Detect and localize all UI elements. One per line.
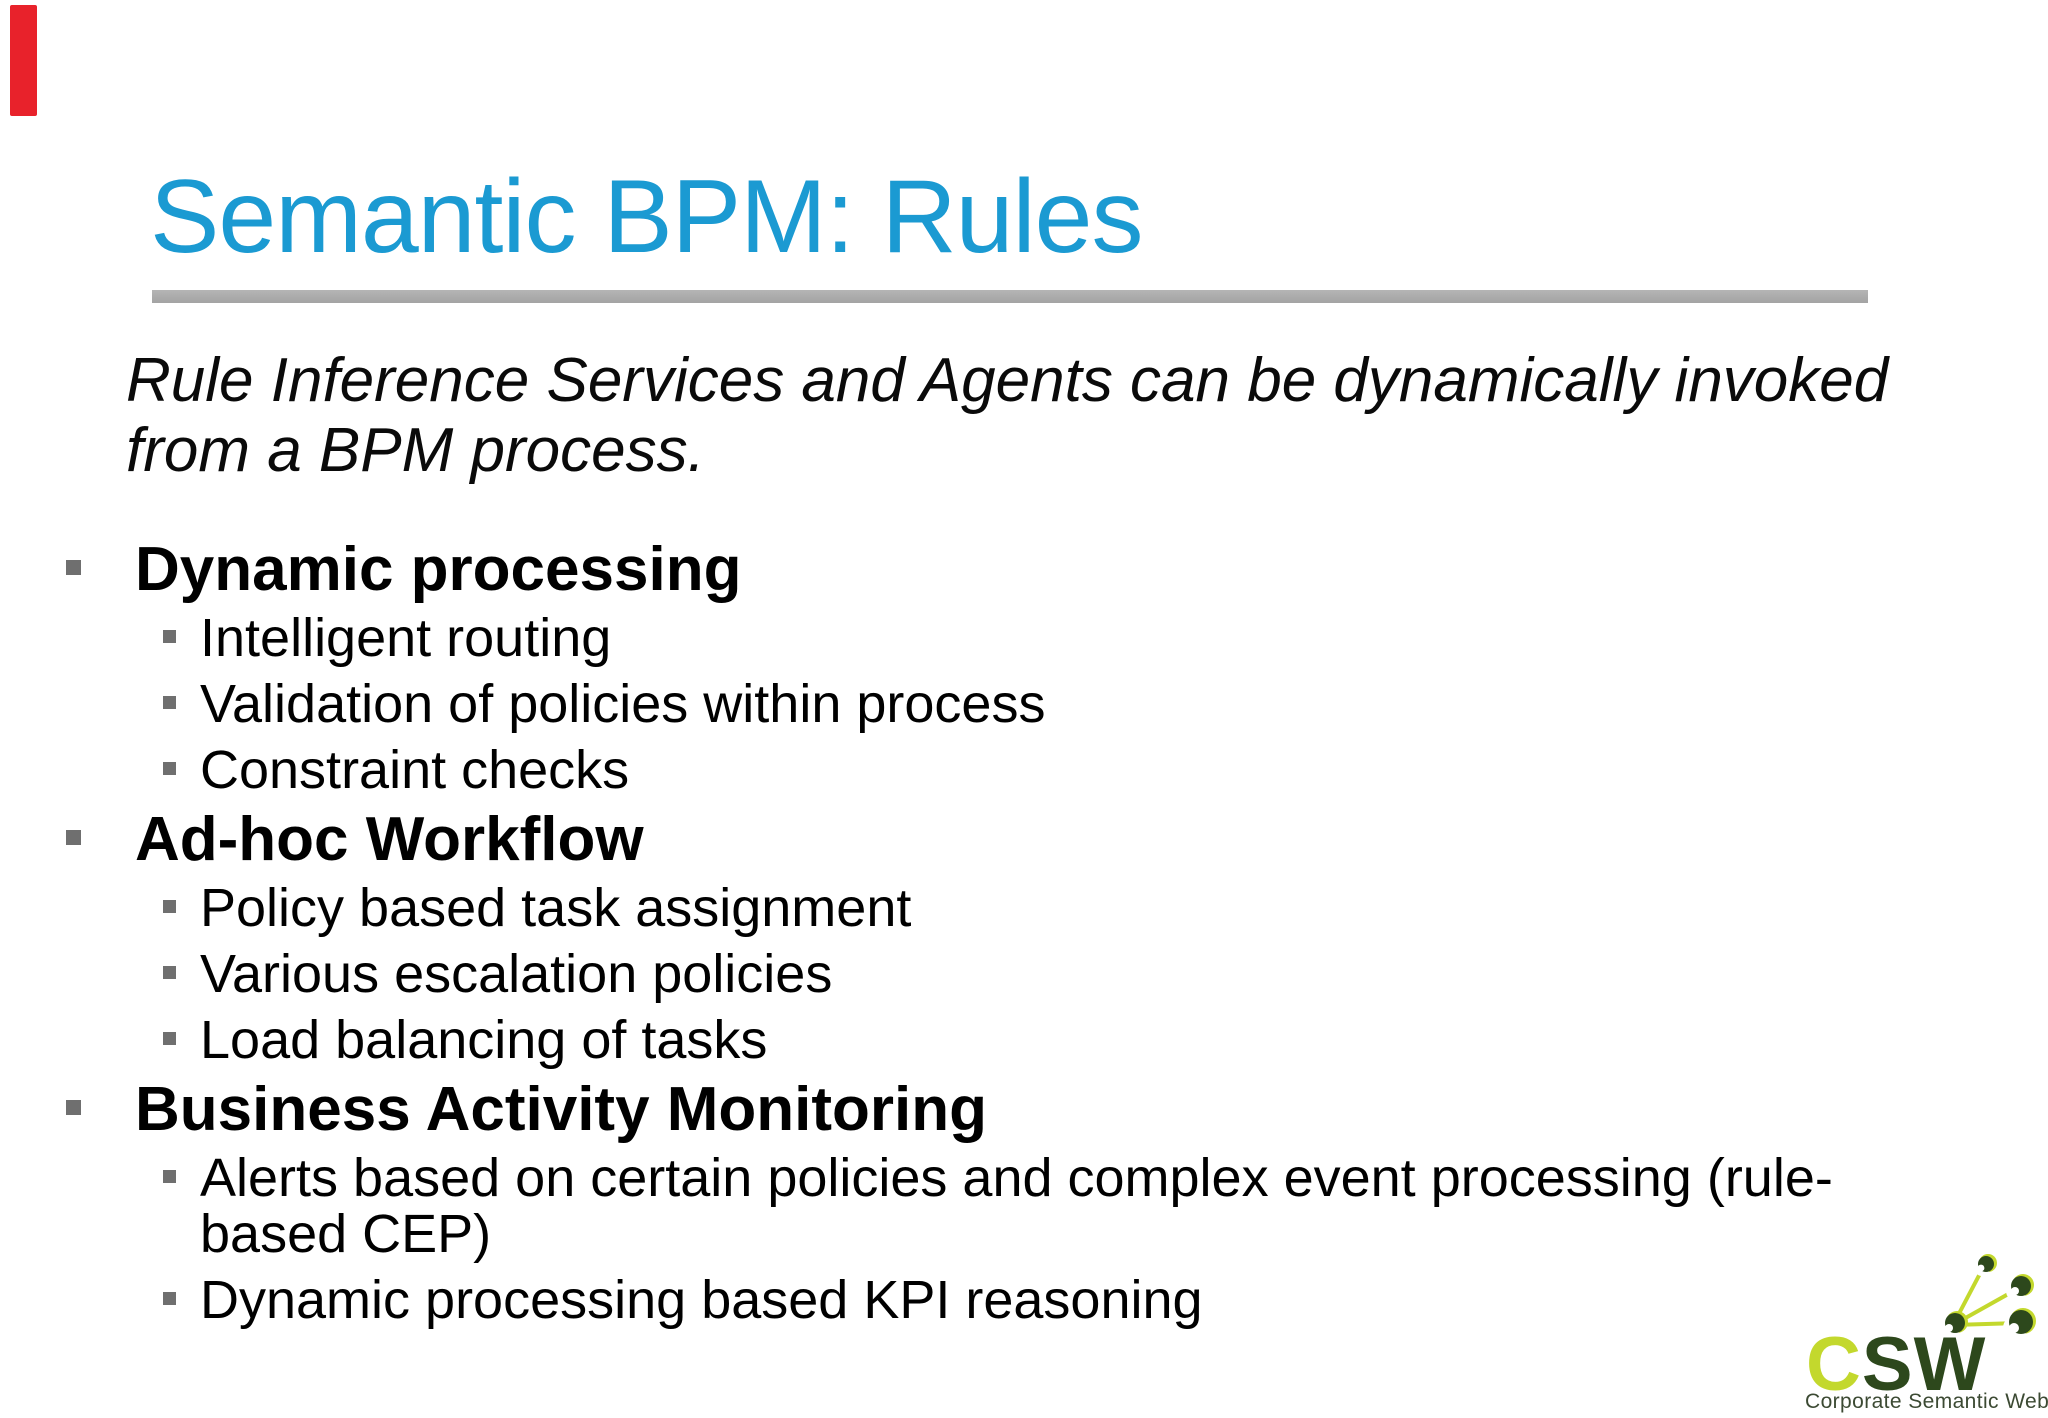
- csw-logo: CSW Corporate Semantic Web: [1800, 1245, 2048, 1415]
- sub-bullet-label: Constraint checks: [200, 740, 630, 800]
- square-bullet-icon: [163, 900, 176, 913]
- red-accent-bar: [10, 5, 37, 116]
- title-underline: [152, 290, 1868, 303]
- slide-subtitle: Rule Inference Services and Agents can b…: [126, 346, 1889, 486]
- graph-node-icon: [1974, 1254, 1997, 1276]
- bullet-label: Ad-hoc Workflow: [135, 805, 644, 874]
- sub-bullet-label: Validation of policies within process: [200, 674, 1046, 734]
- bullet-item: Business Activity Monitoring: [0, 1078, 2048, 1142]
- bullet-label: Business Activity Monitoring: [135, 1075, 988, 1144]
- bullet-list: Dynamic processing Intelligent routing V…: [0, 538, 2048, 1338]
- square-bullet-icon: [163, 630, 176, 643]
- sub-bullet-item: Policy based task assignment: [0, 880, 1900, 936]
- square-bullet-icon: [163, 1170, 176, 1183]
- sub-bullet-label: Policy based task assignment: [200, 878, 912, 938]
- bullet-group: Ad-hoc Workflow Policy based task assign…: [0, 808, 2048, 1068]
- sub-bullet-label: Dynamic processing based KPI reasoning: [200, 1270, 1203, 1330]
- square-bullet-icon: [163, 1292, 176, 1305]
- slide-title: Semantic BPM: Rules: [150, 159, 1143, 275]
- sub-bullet-label: Alerts based on certain policies and com…: [200, 1148, 1833, 1264]
- logo-wordmark-c: C: [1806, 1322, 1862, 1407]
- square-bullet-icon: [66, 1100, 81, 1115]
- sub-bullet-item: Validation of policies within process: [0, 676, 1900, 732]
- sub-bullet-item: Dynamic processing based KPI reasoning: [0, 1272, 1900, 1328]
- square-bullet-icon: [66, 560, 81, 575]
- graph-node-icon: [2006, 1274, 2034, 1301]
- bullet-item: Dynamic processing: [0, 538, 2048, 602]
- square-bullet-icon: [163, 696, 176, 709]
- logo-tagline: Corporate Semantic Web: [1805, 1390, 2048, 1413]
- sub-bullet-label: Intelligent routing: [200, 608, 612, 668]
- logo-wordmark: CSW: [1806, 1322, 1986, 1407]
- bullet-group: Business Activity Monitoring Alerts base…: [0, 1078, 2048, 1328]
- sub-bullet-label: Load balancing of tasks: [200, 1010, 768, 1070]
- sub-bullet-item: Load balancing of tasks: [0, 1012, 1900, 1068]
- square-bullet-icon: [163, 762, 176, 775]
- square-bullet-icon: [163, 1032, 176, 1045]
- square-bullet-icon: [163, 966, 176, 979]
- graph-node-icon: [1940, 1311, 1968, 1338]
- logo-wordmark-sw: SW: [1862, 1322, 1986, 1407]
- sub-bullet-item: Constraint checks: [0, 742, 1900, 798]
- bullet-label: Dynamic processing: [135, 535, 742, 604]
- bullet-item: Ad-hoc Workflow: [0, 808, 2048, 872]
- network-graph-icon: [1940, 1254, 2036, 1340]
- sub-bullet-label: Various escalation policies: [200, 944, 833, 1004]
- sub-bullet-item: Alerts based on certain policies and com…: [0, 1150, 1900, 1262]
- bullet-group: Dynamic processing Intelligent routing V…: [0, 538, 2048, 798]
- sub-bullet-item: Intelligent routing: [0, 610, 1900, 666]
- sub-bullet-item: Various escalation policies: [0, 946, 1900, 1002]
- square-bullet-icon: [66, 830, 81, 845]
- graph-node-icon: [2003, 1308, 2036, 1340]
